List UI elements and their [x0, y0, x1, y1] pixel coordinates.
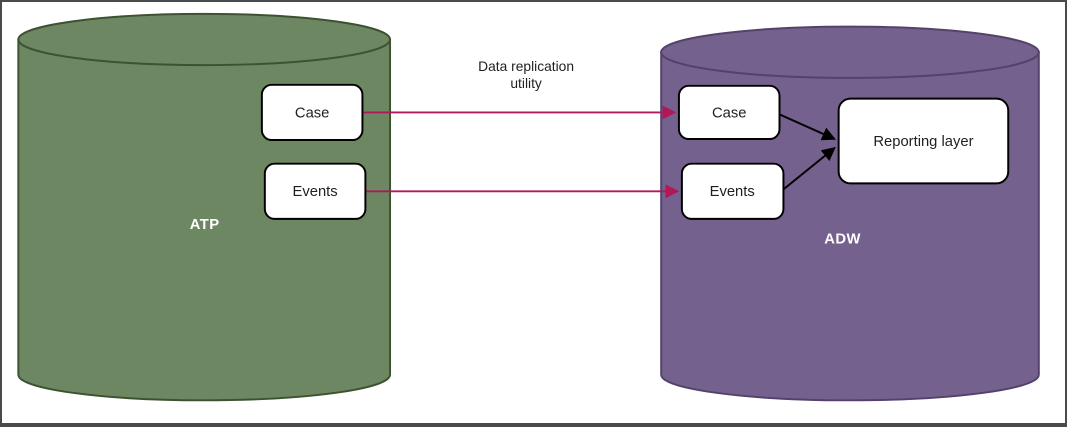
- atp-cylinder-top: [17, 12, 392, 67]
- annotation-line-1: Data replication: [478, 59, 574, 74]
- adw-database-label: ADW: [824, 232, 861, 248]
- reporting-layer-box: [837, 97, 1010, 185]
- atp-case-node: Case: [260, 83, 364, 142]
- events-to-reporting-arrow: [782, 147, 836, 191]
- atp-events-node: Events: [263, 162, 367, 220]
- adw-case-box: [677, 84, 781, 141]
- reporting-layer-node: Reporting layer: [837, 97, 1010, 185]
- adw-case-node: Case: [677, 84, 781, 141]
- case-to-reporting-arrow: [779, 113, 836, 141]
- atp-case-box: [260, 83, 364, 142]
- replication-annotation: Data replication utility: [478, 59, 574, 91]
- atp-events-label: Events: [293, 184, 338, 200]
- atp-case-label: Case: [295, 105, 329, 121]
- reporting-layer-label: Reporting layer: [873, 134, 973, 150]
- atp-database-label: ATP: [190, 217, 220, 233]
- adw-events-label: Events: [710, 184, 755, 200]
- adw-events-box: [680, 162, 785, 220]
- adw-case-label: Case: [712, 105, 746, 121]
- atp-events-box: [263, 162, 367, 220]
- adw-cylinder-top: [660, 25, 1040, 79]
- annotation-line-2: utility: [510, 76, 542, 91]
- adw-events-node: Events: [680, 162, 785, 220]
